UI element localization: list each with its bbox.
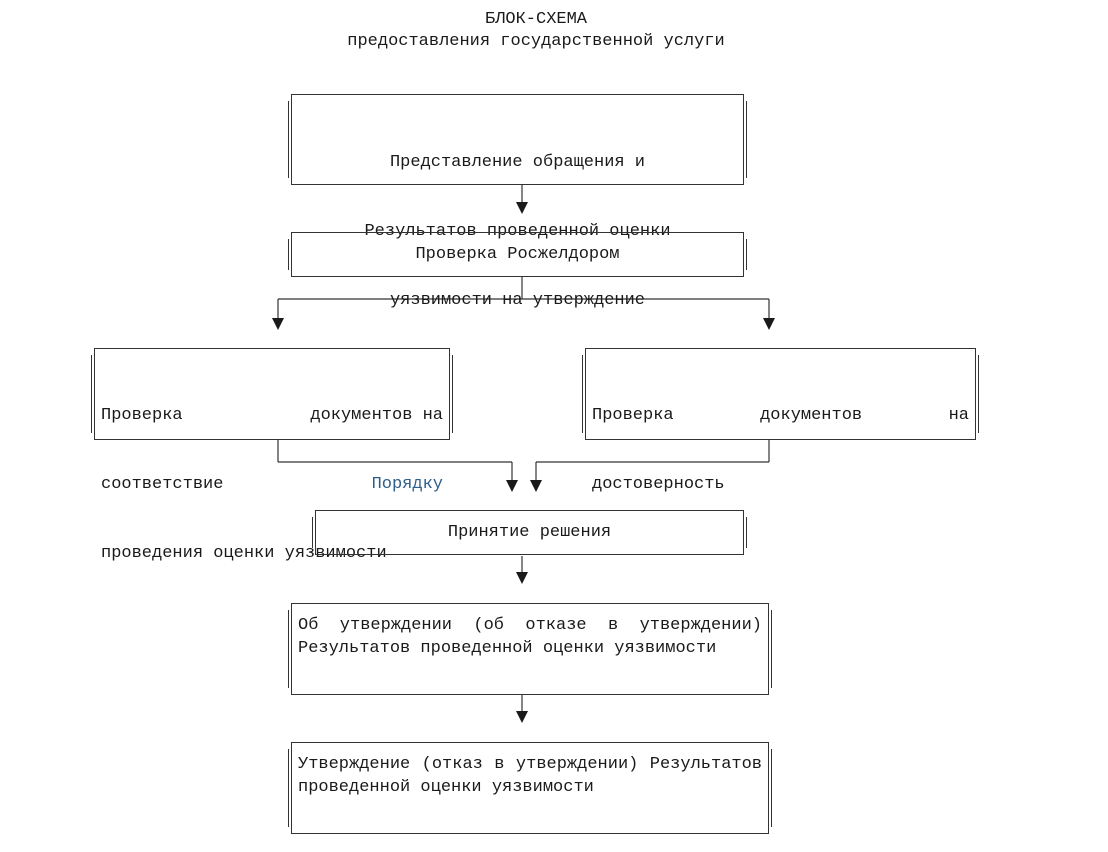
box-check-text: Проверка Росжелдором [415,245,620,264]
box-submit-line-3: уязвимости на утверждение [389,291,646,310]
order-link[interactable]: Порядку [371,475,443,494]
box-order-line1-a: Проверка [101,406,183,425]
arrow-down-icon [516,711,528,723]
box-approval: Утверждение (отказ в утверждении) Резуль… [288,742,772,834]
box-approval-decision-text: Об утверждении (об отказе в утверждении)… [298,616,762,658]
box-check-order-compliance: Проверка документов на соответствие Поря… [91,348,453,563]
diagram-subtitle: предоставления государственной услуги [347,32,725,51]
diagram-title: БЛОК-СХЕМА [484,10,588,29]
arrow-down-icon [530,480,542,492]
arrow-down-icon [516,202,528,214]
box-approval-text: Утверждение (отказ в утверждении) Резуль… [298,755,762,797]
box-order-line1-b: документов на [310,406,443,425]
arrow-down-icon [763,318,775,330]
box-approval-decision: Об утверждении (об отказе в утверждении)… [288,603,772,695]
box-submit-line-2: Результатов проведенной оценки [364,222,671,241]
box-check-validity: Проверка документов на достоверность [582,348,979,494]
box-order-line2-a: соответствие [101,475,224,494]
box-decision: Принятие решения [312,510,747,555]
arrow-down-icon [272,318,284,330]
box-rosjeldor-check: Проверка Росжелдором [288,232,747,277]
box-validity-line2: достоверность [592,475,725,494]
box-order-line3: проведения оценки уязвимости [101,544,387,563]
box-submit-request: Представление обращения и Результатов пр… [288,94,747,310]
box-decision-text: Принятие решения [447,523,612,542]
box-submit-line-1: Представление обращения и [389,153,646,172]
box-validity-line1-b: документов [760,406,863,425]
box-validity-line1-c: на [948,406,969,425]
arrow-down-icon [516,572,528,584]
box-validity-line1-a: Проверка [592,406,674,425]
arrow-down-icon [506,480,518,492]
